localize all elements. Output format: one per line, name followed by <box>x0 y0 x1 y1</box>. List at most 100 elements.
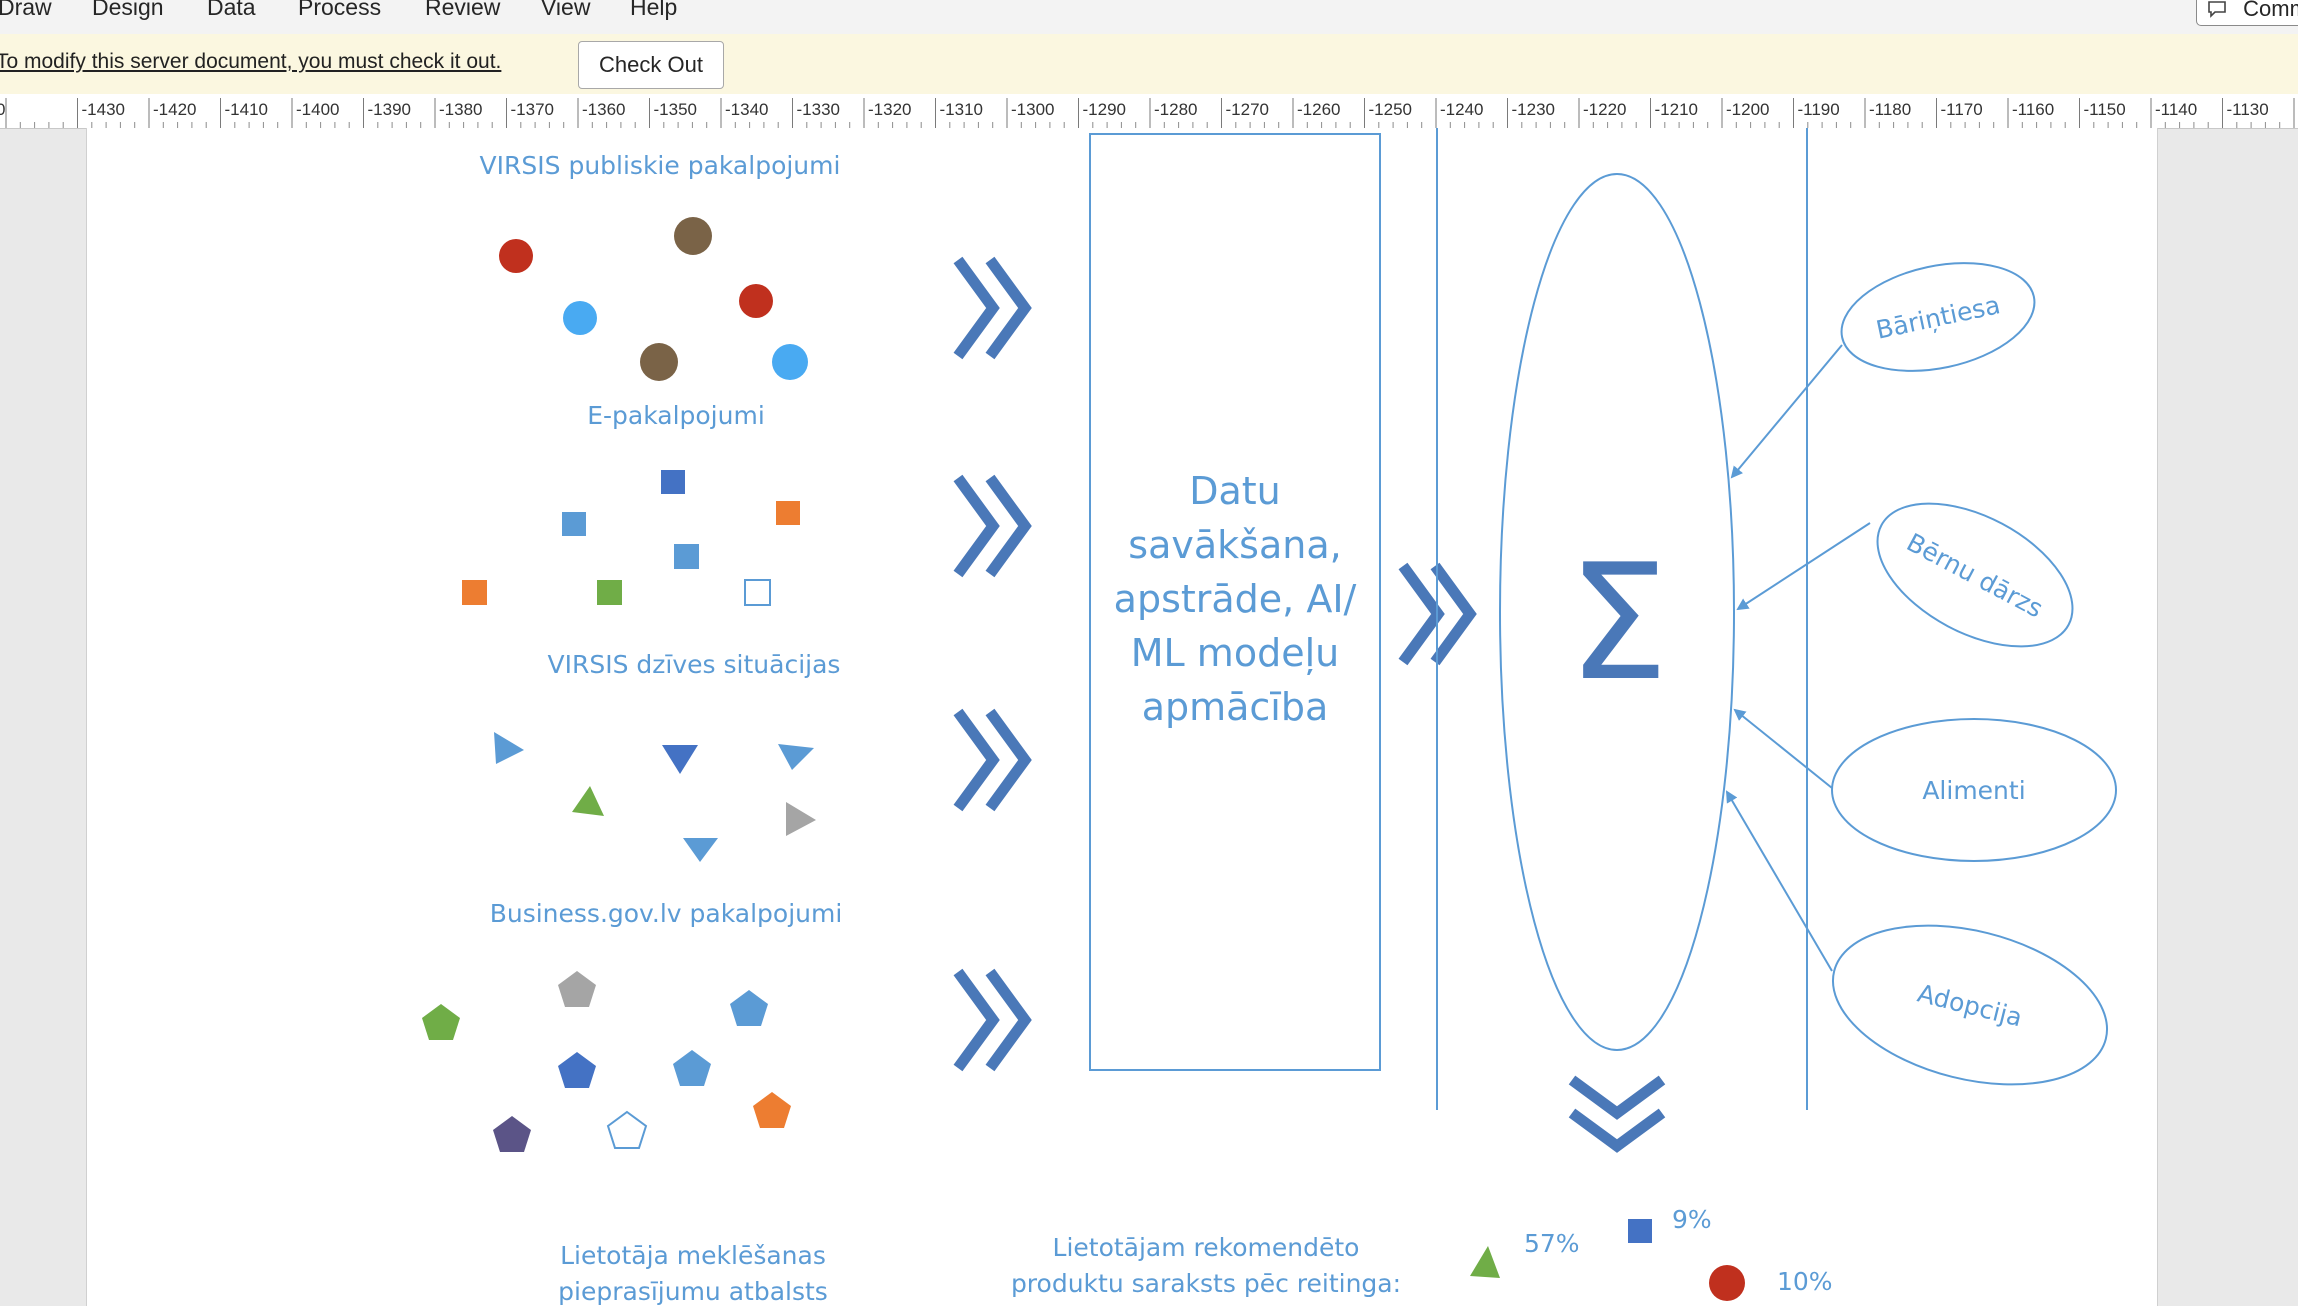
menu-data[interactable]: Data <box>207 0 256 20</box>
red-circle-icon <box>499 239 533 273</box>
lightblue-square-icon <box>562 512 586 536</box>
menu-draw[interactable]: Draw <box>0 0 52 20</box>
ruler-scale: 0 -1430 -1420 -1410 -1400 -1390 -1380 -1370 -136… <box>0 98 2295 128</box>
process-line: apstrāde, AI/ <box>1114 577 1357 621</box>
group-label-business-services: Business.gov.lv pakalpojumi <box>490 899 843 928</box>
ruler-label: -1300 <box>1011 100 1054 119</box>
category-bubble[interactable]: Bāriņtiesa <box>1832 247 2045 388</box>
double-chevron-down-icon <box>1568 1075 1666 1153</box>
ruler-label: -1340 <box>725 100 768 119</box>
menu-view[interactable]: View <box>541 0 591 20</box>
red-circle-icon <box>739 284 773 318</box>
ruler-label: -1270 <box>1226 100 1269 119</box>
ruler-label: -1130 <box>2227 100 2269 119</box>
ruler-label: -1350 <box>654 100 697 119</box>
double-chevron-icon <box>953 708 1032 812</box>
service-squares <box>462 470 800 606</box>
check-out-button[interactable]: Check Out <box>578 41 724 89</box>
connector-arrow <box>1736 522 1871 611</box>
bottom-search-text: Lietotāja meklēšanas pieprasījumu atbals… <box>558 1241 828 1306</box>
ruler-label: -1410 <box>225 100 268 119</box>
ruler-label: -1200 <box>1726 100 1769 119</box>
search-support-line: Lietotāja meklēšanas <box>560 1241 826 1270</box>
connector-arrow <box>1733 708 1833 789</box>
ruler-label: -1220 <box>1583 100 1626 119</box>
category-bubble[interactable]: Alimenti <box>1831 718 2117 862</box>
ruler-label: -1260 <box>1297 100 1340 119</box>
gray-triangle-icon <box>786 802 816 836</box>
sigma-symbol: Σ <box>1567 529 1668 716</box>
blue-pentagon-icon <box>558 1052 596 1088</box>
menu-bar: Draw Design Data Process Review View Hel… <box>0 0 2298 34</box>
menu-review[interactable]: Review <box>425 0 501 20</box>
blue-pentagon-icon <box>730 990 768 1026</box>
ruler-label: -1360 <box>582 100 625 119</box>
ruler-label: -1420 <box>153 100 196 119</box>
ruler-label: 0 <box>0 100 5 119</box>
rating-value: 57% <box>1524 1229 1580 1258</box>
drawing-canvas[interactable]: VIRSIS publiskie pakalpojumi E-pakalpoju… <box>0 128 2298 1306</box>
comments-label: Comm <box>2243 0 2298 21</box>
double-chevron-icon <box>953 474 1032 578</box>
empty-pentagon-icon <box>606 1110 648 1149</box>
business-pentagons <box>422 971 791 1152</box>
ruler-label: -1320 <box>868 100 911 119</box>
ruler-label: -1380 <box>439 100 482 119</box>
green-square-icon <box>597 580 622 605</box>
ruler-label: -1190 <box>1798 100 1840 119</box>
process-box[interactable] <box>1089 133 1381 1071</box>
brown-circle-icon <box>640 343 678 381</box>
ruler-label: -1140 <box>2155 100 2197 119</box>
category-connectors <box>1725 344 1871 972</box>
ruler-label: -1390 <box>368 100 411 119</box>
group-label-virsis-services: VIRSIS publiskie pakalpojumi <box>480 151 841 180</box>
gray-pentagon-icon <box>558 971 596 1007</box>
ruler-label: -1170 <box>1941 100 1983 119</box>
menu-process[interactable]: Process <box>298 0 382 20</box>
category-bubble[interactable]: Bērnu dārzs <box>1854 474 2096 676</box>
lightblue-circle-icon <box>772 344 808 380</box>
recommend-line: produktu saraksts pēc reitinga: <box>1011 1269 1401 1298</box>
orange-square-icon <box>776 501 800 525</box>
green-pentagon-icon <box>422 1004 460 1040</box>
category-bubble[interactable]: Adopcija <box>1816 899 2123 1110</box>
bottom-recommend-text: Lietotājam rekomendēto produktu saraksts… <box>1011 1233 1401 1298</box>
rating-value: 10% <box>1777 1267 1833 1296</box>
ruler-label: -1160 <box>2012 100 2054 119</box>
search-support-line: pieprasījumu atbalsts <box>558 1277 828 1306</box>
ruler-label: -1290 <box>1083 100 1126 119</box>
connector-arrow <box>1725 790 1833 972</box>
category-label: Alimenti <box>1922 776 2025 805</box>
process-box-text: Datu savākšana, apstrāde, AI/ ML modeļu … <box>1114 469 1357 729</box>
process-line: ML modeļu <box>1131 631 1339 675</box>
ruler-label: -1230 <box>1512 100 1555 119</box>
blue-triangle-icon <box>494 732 524 764</box>
double-chevron-icon <box>953 256 1032 360</box>
ruler-label: -1430 <box>82 100 125 119</box>
menu-help[interactable]: Help <box>630 0 678 20</box>
blue-triangle-icon <box>778 744 814 770</box>
ruler-label: -1150 <box>2084 100 2126 119</box>
comment-icon <box>2207 0 2233 21</box>
group-label-life-situations: VIRSIS dzīves situācijas <box>548 650 841 679</box>
comments-button[interactable]: Comm <box>2196 0 2298 26</box>
empty-square-icon <box>744 579 771 606</box>
ruler-label: -1370 <box>511 100 554 119</box>
blue-square-icon <box>1628 1219 1652 1243</box>
double-chevron-icon <box>953 968 1032 1072</box>
rating-stats: 57% 9% 10% <box>1470 1205 1833 1301</box>
horizontal-ruler[interactable]: 0 -1430 -1420 -1410 -1400 -1390 -1380 -1370 -136… <box>0 94 2298 129</box>
diagram: VIRSIS publiskie pakalpojumi E-pakalpoju… <box>422 128 2123 1306</box>
checkout-message-link[interactable]: To modify this server document, you must… <box>0 50 502 73</box>
sigma-ellipse[interactable] <box>1499 173 1735 1051</box>
blue-square-icon <box>661 470 685 494</box>
ruler-label: -1240 <box>1440 100 1483 119</box>
lightblue-circle-icon <box>563 301 597 335</box>
purple-pentagon-icon <box>493 1116 531 1152</box>
green-triangle-icon <box>1470 1246 1500 1278</box>
menu-design[interactable]: Design <box>92 0 164 20</box>
ruler-label: -1400 <box>296 100 339 119</box>
orange-square-icon <box>462 580 487 605</box>
ruler-label: -1310 <box>940 100 983 119</box>
connector-arrow <box>1730 344 1843 479</box>
